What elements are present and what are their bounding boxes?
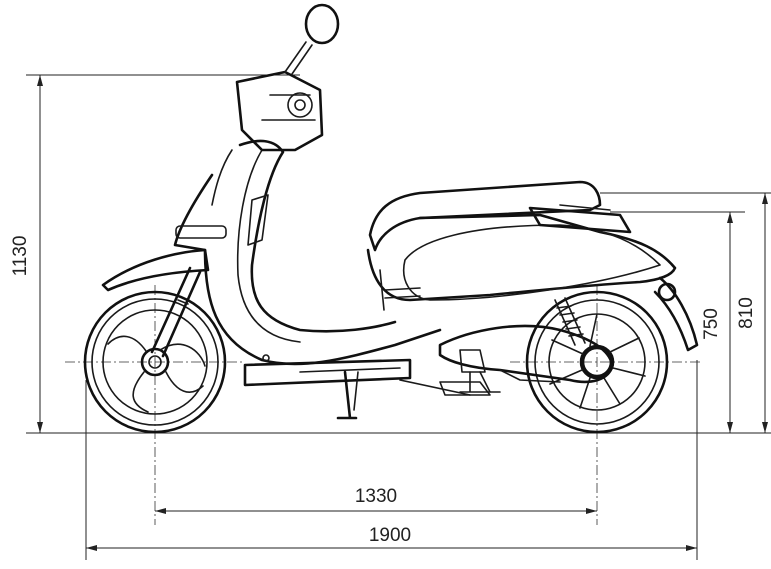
dim-seat-height: 810 [736, 193, 768, 433]
rear-body [366, 204, 699, 352]
dim-rear-height: 750 [701, 212, 733, 433]
floorboard [243, 358, 491, 420]
seat [368, 180, 602, 252]
front-body [173, 139, 442, 366]
overall-height-label: 1130 [10, 236, 31, 277]
scooter [83, 3, 699, 434]
wheelbase-label: 1330 [355, 486, 397, 507]
extension-lines [26, 74, 771, 560]
rear-height-label: 750 [701, 308, 722, 340]
swingarm [438, 324, 614, 393]
rear-shock [554, 297, 586, 346]
mirror [304, 3, 340, 45]
headset [235, 3, 340, 152]
dim-overall-height: 1130 [10, 75, 43, 433]
front-fork [101, 248, 210, 358]
rear-rack [528, 206, 632, 234]
seat-height-label: 810 [736, 297, 757, 329]
dim-overall-length: 1900 [86, 525, 697, 551]
front-wheel [83, 290, 227, 434]
dim-wheelbase: 1330 [155, 486, 597, 514]
overall-length-label: 1900 [369, 525, 411, 546]
